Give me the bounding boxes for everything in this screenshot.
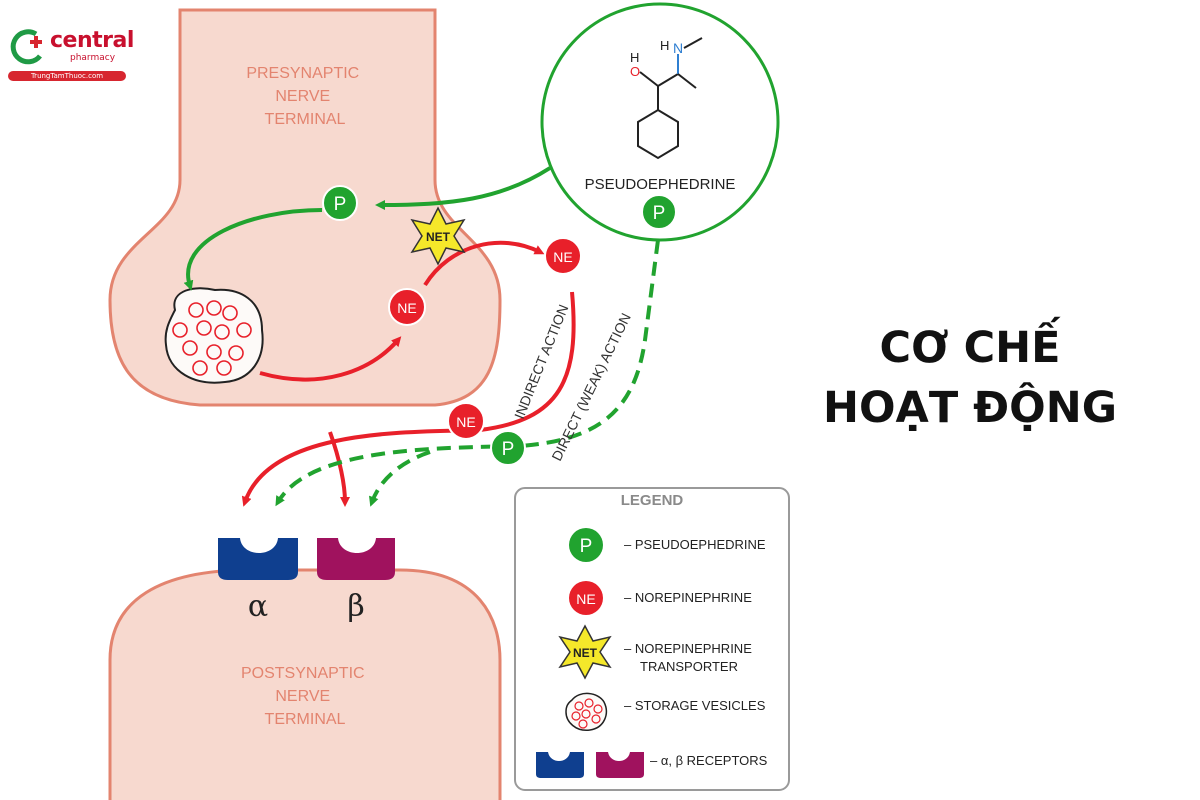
legend-item-receptors: – α, β RECEPTORS bbox=[536, 752, 768, 778]
molecule-o-h: H bbox=[630, 50, 639, 65]
brand-sub: pharmacy bbox=[70, 53, 116, 63]
legend-title: LEGEND bbox=[621, 492, 684, 509]
pseudoephedrine-molecule-circle bbox=[540, 2, 780, 242]
legend-item-norepinephrine: NE – NOREPINEPHRINE bbox=[569, 581, 752, 615]
vesicle-release-arrow bbox=[259, 336, 402, 382]
svg-text:P: P bbox=[502, 439, 515, 460]
legend-item-net: NET bbox=[558, 624, 612, 680]
svg-text:– STORAGE VESICLES: – STORAGE VESICLES bbox=[624, 698, 766, 713]
molecule-o: O bbox=[630, 64, 640, 79]
pseudoephedrine-token-cleft: P bbox=[490, 430, 526, 466]
legend: LEGEND P – PSEUDOEPHEDRINE NE – NOREPINE… bbox=[514, 487, 790, 791]
svg-text:P: P bbox=[580, 536, 593, 557]
indirect-beta-arrow bbox=[328, 431, 350, 507]
svg-text:P: P bbox=[334, 194, 347, 215]
svg-text:P: P bbox=[653, 203, 666, 224]
svg-text:– α, β RECEPTORS: – α, β RECEPTORS bbox=[650, 753, 768, 768]
net-transporter: NET bbox=[410, 206, 466, 266]
svg-text:TRANSPORTER: TRANSPORTER bbox=[640, 659, 738, 674]
net-efflux-arrow bbox=[423, 240, 545, 287]
storage-vesicle-cluster bbox=[164, 287, 264, 384]
pseudoephedrine-token-presynaptic: P bbox=[322, 185, 358, 221]
beta-label: β bbox=[347, 589, 364, 624]
svg-text:NE: NE bbox=[456, 414, 475, 430]
molecule-n-h: H bbox=[660, 38, 669, 53]
svg-text:NET: NET bbox=[426, 230, 451, 244]
legend-item-pseudoephedrine: P – PSEUDOEPHEDRINE bbox=[569, 528, 766, 562]
vesicle-loading-arrow bbox=[183, 208, 323, 291]
presynaptic-label: PRESYNAPTIC NERVE TERMINAL bbox=[246, 65, 363, 128]
alpha-label: α bbox=[248, 589, 268, 624]
svg-text:– NOREPINEPHRINE: – NOREPINEPHRINE bbox=[624, 641, 752, 656]
svg-text:NET: NET bbox=[573, 646, 598, 660]
postsynaptic-label: POSTSYNAPTIC NERVE TERMINAL bbox=[241, 665, 369, 728]
beta-receptor bbox=[317, 538, 395, 580]
molecule-n: N bbox=[673, 40, 683, 56]
page-heading: CƠ CHẾ HOẠT ĐỘNG bbox=[820, 318, 1120, 438]
uptake-arrow bbox=[375, 166, 552, 210]
alpha-receptor bbox=[218, 538, 298, 580]
indirect-action-label: INDIRECT ACTION bbox=[511, 302, 571, 421]
norepinephrine-token-inside: NE bbox=[388, 288, 426, 326]
postsynaptic-terminal bbox=[108, 568, 502, 800]
svg-text:– PSEUDOEPHEDRINE: – PSEUDOEPHEDRINE bbox=[624, 537, 766, 552]
heading-line-1: CƠ CHẾ bbox=[879, 323, 1061, 373]
pseudoephedrine-label: PSEUDOEPHEDRINE bbox=[585, 176, 736, 193]
brand-website: TrungTamThuoc.com bbox=[8, 71, 126, 81]
central-logo-icon bbox=[10, 29, 42, 65]
central-pharmacy-logo: central pharmacy TrungTamThuoc.com bbox=[6, 24, 134, 84]
pseudoephedrine-token-molecule: P bbox=[641, 194, 677, 230]
svg-text:NE: NE bbox=[553, 249, 572, 265]
svg-text:– NOREPINEPHRINE: – NOREPINEPHRINE bbox=[624, 590, 752, 605]
pseudoephedrine-structure bbox=[637, 37, 703, 160]
norepinephrine-token-released: NE bbox=[544, 237, 582, 275]
legend-item-vesicles: – STORAGE VESICLES bbox=[565, 692, 766, 731]
heading-line-2: HOẠT ĐỘNG bbox=[823, 383, 1117, 433]
norepinephrine-token-cleft: NE bbox=[447, 402, 485, 440]
brand-name: central bbox=[50, 28, 134, 53]
svg-text:NE: NE bbox=[397, 300, 416, 316]
svg-text:NE: NE bbox=[576, 591, 595, 607]
direct-beta-arrow bbox=[369, 450, 431, 507]
